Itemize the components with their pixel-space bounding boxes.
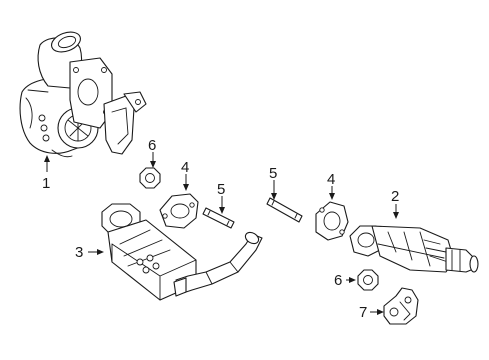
callout-6b-arrow: [349, 277, 356, 283]
nut-part-lower: [357, 269, 379, 291]
callout-6a-arrow: [150, 161, 156, 168]
callout-1-label: 1: [42, 175, 50, 192]
callout-5a-arrow: [219, 207, 225, 214]
callout-2-arrow: [393, 212, 399, 219]
callout-4b-arrow: [329, 193, 335, 200]
nut-part-upper: [139, 167, 161, 189]
stud-part-left: [202, 207, 235, 229]
callout-3-arrow: [97, 249, 104, 255]
gasket-part-left: [159, 193, 199, 229]
callout-6a-label: 6: [148, 137, 156, 154]
callout-5b-arrow: [271, 193, 277, 200]
callout-7-arrow: [377, 309, 384, 315]
callout-6b-label: 6: [334, 272, 342, 289]
catalytic-converter-part: [349, 225, 479, 273]
callout-4b-label: 4: [327, 171, 335, 188]
callout-2-label: 2: [391, 188, 399, 205]
callout-1-arrow: [44, 155, 50, 162]
callout-5b-label: 5: [269, 165, 277, 182]
turbocharger-part: [19, 31, 147, 158]
callout-3-label: 3: [75, 244, 83, 261]
stud-part-right: [266, 197, 303, 223]
bracket-part: [383, 287, 419, 325]
gasket-part-right: [315, 201, 349, 241]
callout-4a-arrow: [183, 184, 189, 191]
exhaust-pipe-part: [101, 203, 263, 301]
callout-5a-label: 5: [217, 181, 225, 198]
callout-7-label: 7: [359, 304, 367, 321]
callout-4a-label: 4: [181, 159, 189, 176]
